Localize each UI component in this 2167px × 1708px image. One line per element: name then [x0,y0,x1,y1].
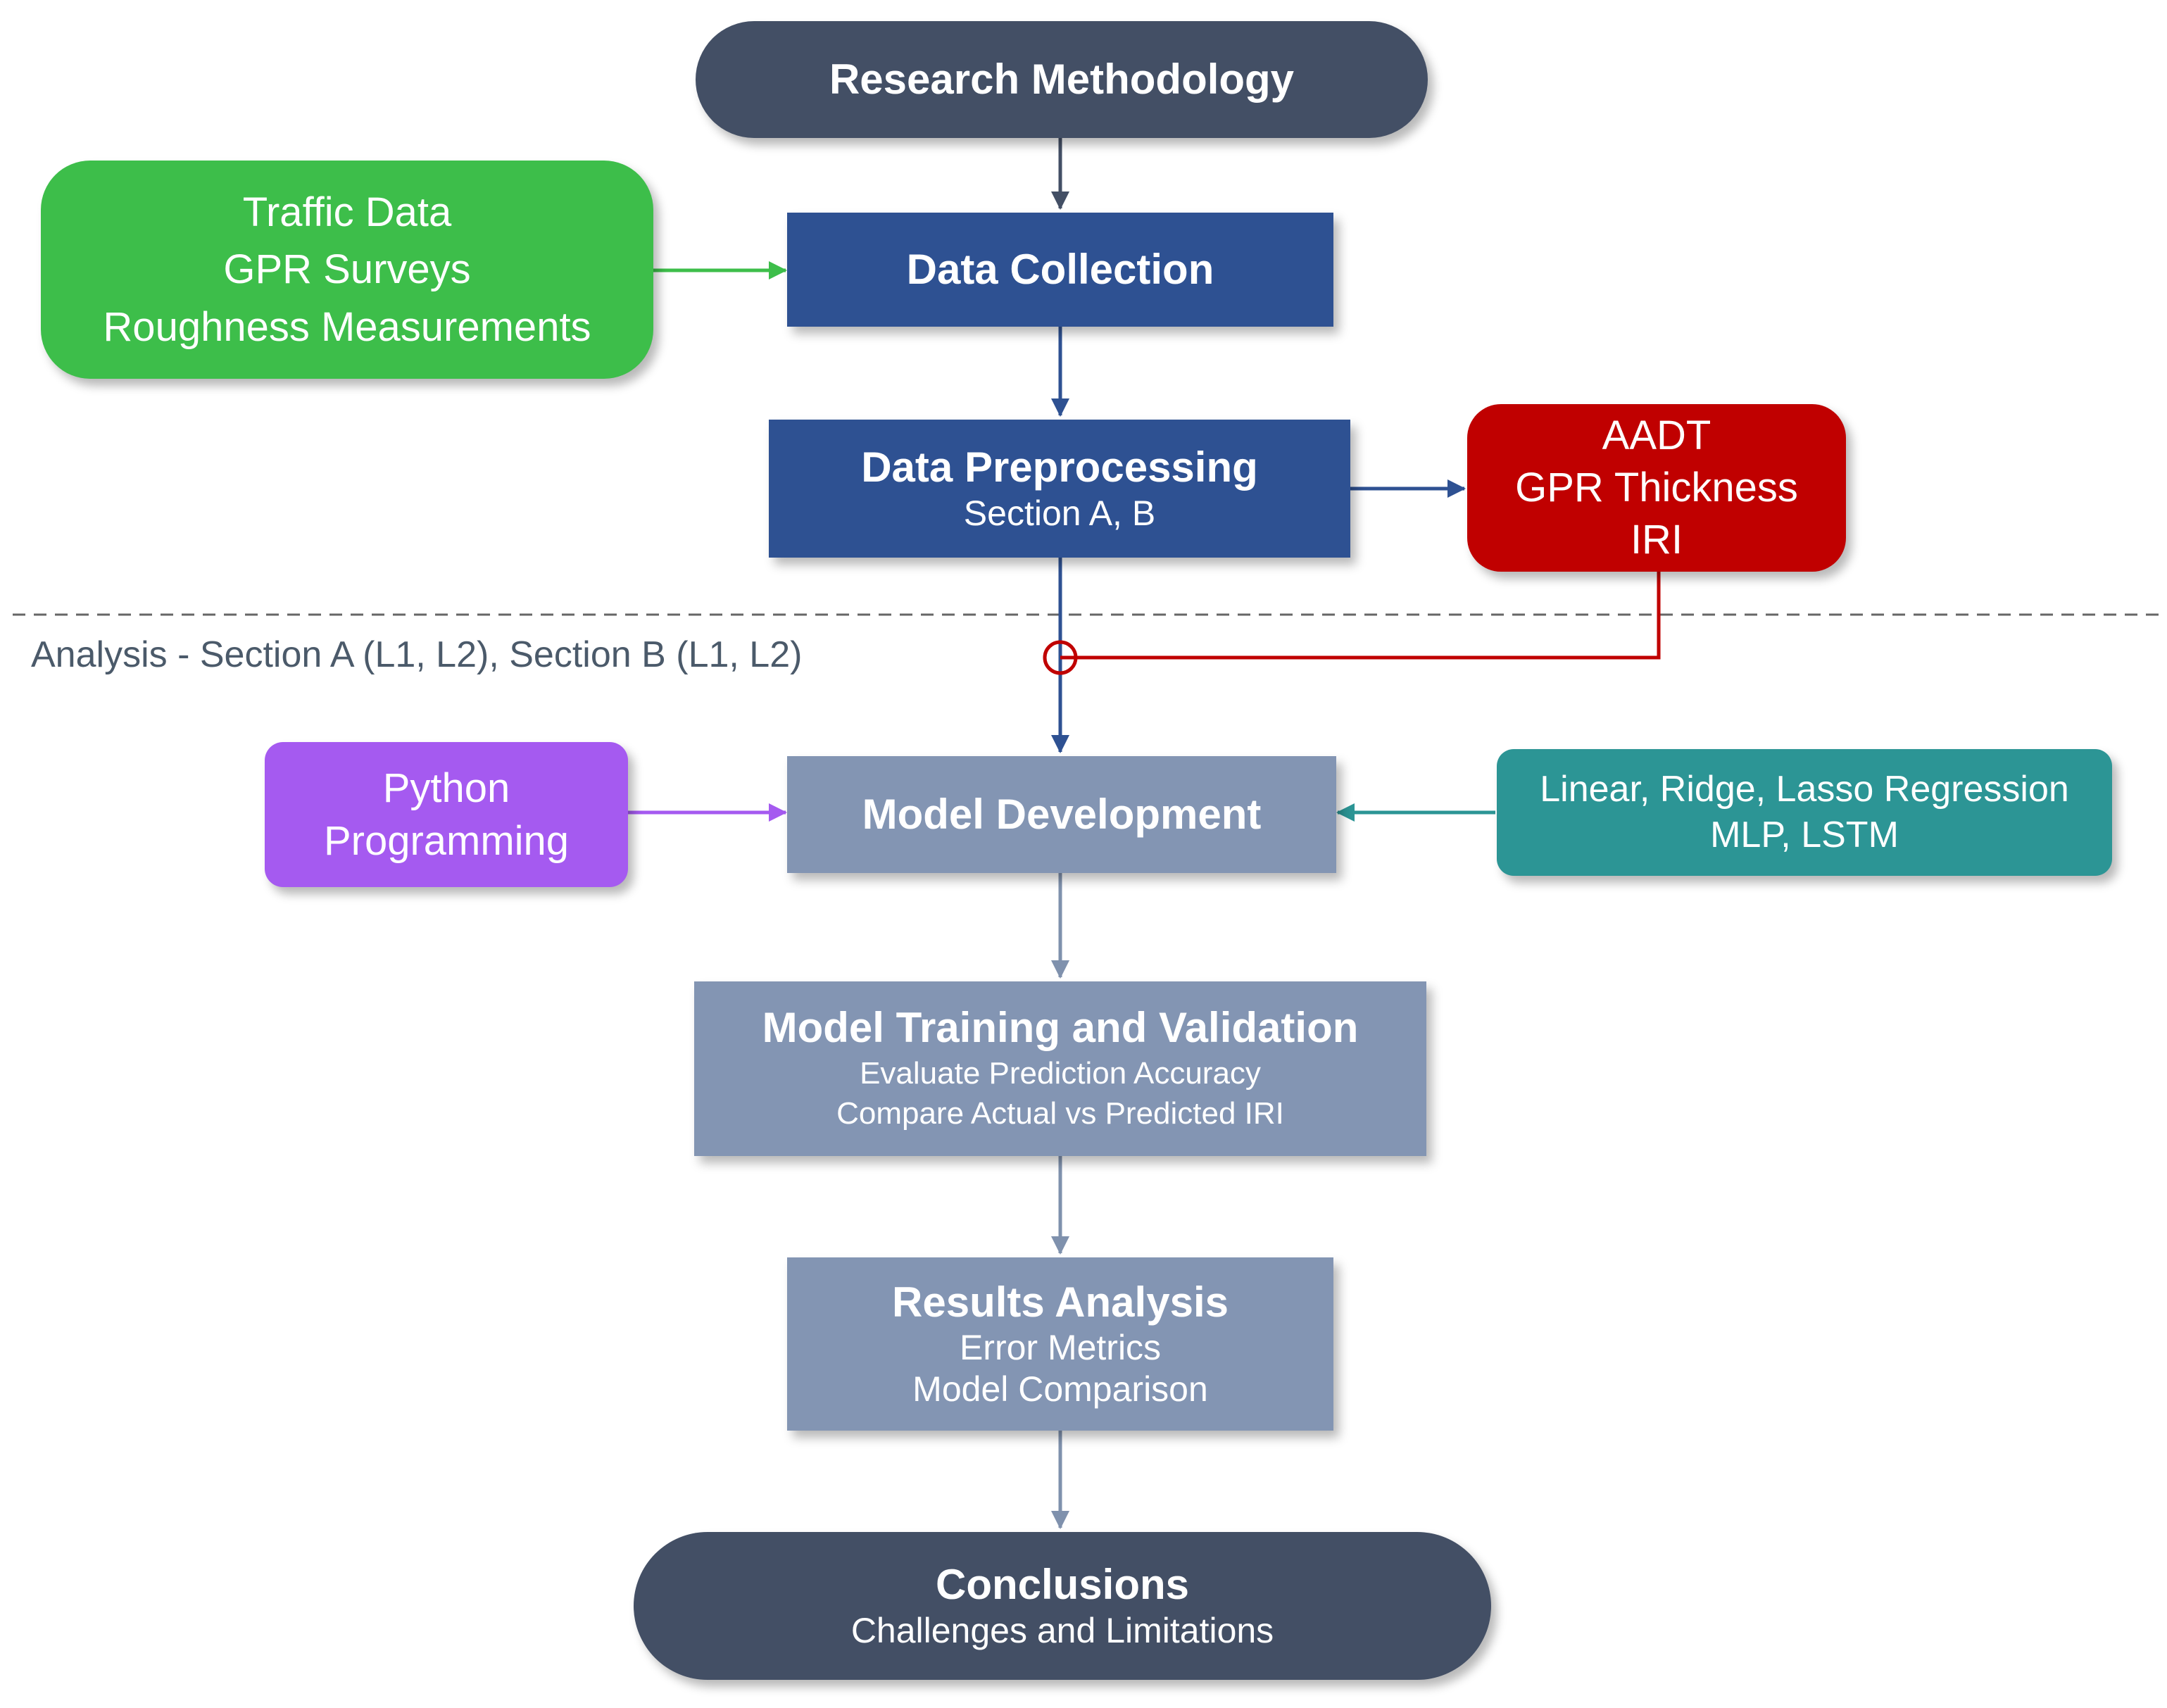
models-item: MLP, LSTM [1710,815,1899,855]
source-item: Traffic Data [242,189,452,236]
models-item: Linear, Ridge, Lasso Regression [1540,769,2069,810]
title-text: Research Methodology [829,55,1295,103]
data-preprocessing-subtitle: Section A, B [963,493,1156,533]
results-analysis-line: Error Metrics [959,1328,1162,1368]
tool-node: Python Programming [265,742,628,887]
data-preprocessing-node: Data Preprocessing Section A, B [769,420,1350,558]
model-training-line: Compare Actual vs Predicted IRI [836,1096,1284,1131]
model-training-node: Model Training and Validation Evaluate P… [694,981,1426,1156]
conclusions-title: Conclusions [935,1561,1190,1609]
variable-item: GPR Thickness [1515,464,1798,510]
data-collection-node: Data Collection [787,213,1333,327]
source-item: GPR Surveys [223,246,471,293]
variable-item: IRI [1630,517,1683,563]
junction-marker [1043,640,1078,675]
results-analysis-node: Results Analysis Error Metrics Model Com… [787,1257,1333,1431]
variables-node: AADT GPR Thickness IRI [1467,404,1846,572]
variable-item: AADT [1602,412,1711,458]
model-training-line: Evaluate Prediction Accuracy [860,1056,1261,1091]
data-sources-node: Traffic Data GPR Surveys Roughness Measu… [41,161,653,379]
source-item: Roughness Measurements [103,303,591,350]
conclusions-subtitle: Challenges and Limitations [850,1610,1274,1650]
model-development-node: Model Development [787,756,1336,873]
model-development-title: Model Development [862,790,1262,838]
connector-variables-to-flow [1060,572,1661,660]
results-analysis-title: Results Analysis [892,1278,1229,1326]
results-analysis-line: Model Comparison [912,1369,1208,1409]
section-label: Analysis - Section A (L1, L2), Section B… [31,634,803,675]
model-training-title: Model Training and Validation [762,1004,1359,1052]
models-node: Linear, Ridge, Lasso Regression MLP, LST… [1497,749,2112,876]
tool-item: Python [382,765,510,811]
data-preprocessing-title: Data Preprocessing [861,444,1258,491]
conclusions-node: Conclusions Challenges and Limitations [634,1532,1491,1680]
data-collection-title: Data Collection [906,245,1214,293]
tool-item: Programming [323,818,570,864]
title-node: Research Methodology [696,21,1428,138]
